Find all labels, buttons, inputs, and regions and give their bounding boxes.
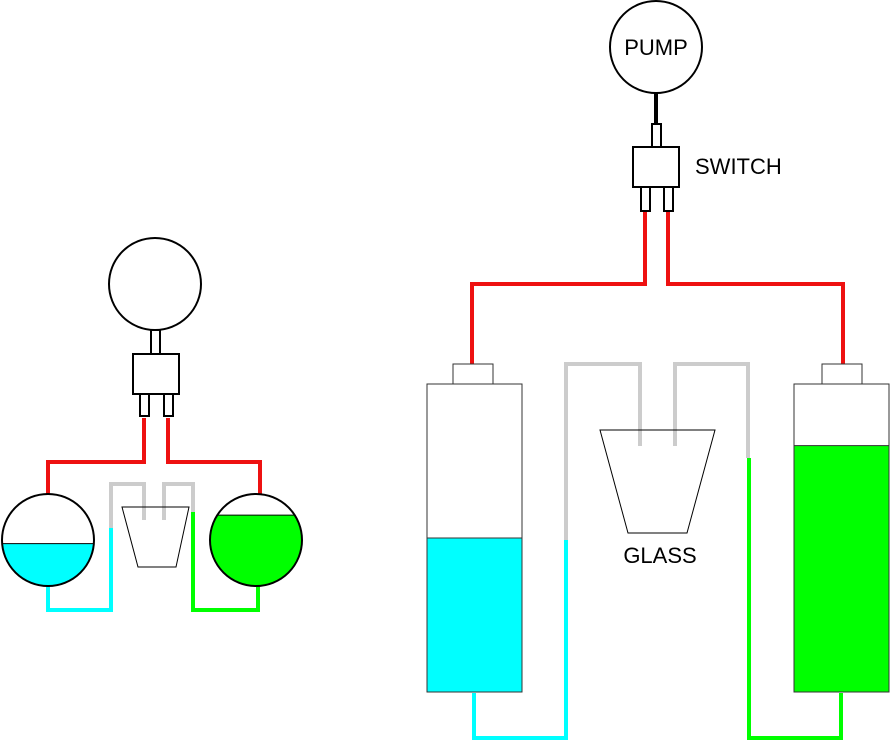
switch-port-right xyxy=(663,186,674,212)
small-pump-icon xyxy=(108,237,202,331)
small-tube-green xyxy=(191,512,260,612)
left-bottle-cap xyxy=(452,363,494,385)
small-tube-cyan xyxy=(46,528,113,612)
large-air-line-left xyxy=(470,212,647,364)
small-tube-right-empty xyxy=(162,482,195,520)
large-diagram: PUMP SWITCH GLASS xyxy=(426,0,890,740)
switch-port-left xyxy=(640,186,651,212)
small-switch-port-left xyxy=(139,393,150,417)
large-tube-cyan xyxy=(472,540,568,740)
small-switch-port-right xyxy=(163,393,174,417)
pump-connector xyxy=(651,123,662,149)
right-bottle-cap xyxy=(821,363,863,385)
small-pump-connector xyxy=(150,329,161,355)
large-tube-left-empty xyxy=(564,362,642,540)
small-air-line-left xyxy=(46,418,146,494)
left-bottle-liquid xyxy=(426,537,523,693)
large-air-line-right xyxy=(666,212,845,364)
glass-label: GLASS xyxy=(623,543,696,568)
small-tube-left-empty xyxy=(109,482,146,528)
pump-label: PUMP xyxy=(624,35,688,60)
switch-icon xyxy=(632,146,680,188)
small-diagram xyxy=(1,237,303,612)
glass-icon xyxy=(599,429,716,534)
small-glass-icon xyxy=(121,506,190,568)
small-switch-icon xyxy=(132,353,180,395)
small-air-line-right xyxy=(166,418,262,494)
small-reservoir-right-liquid xyxy=(210,515,302,586)
large-tube-right-empty xyxy=(673,362,750,458)
switch-label: SWITCH xyxy=(695,154,782,179)
large-tube-green xyxy=(747,458,843,740)
right-bottle-liquid xyxy=(793,445,890,693)
